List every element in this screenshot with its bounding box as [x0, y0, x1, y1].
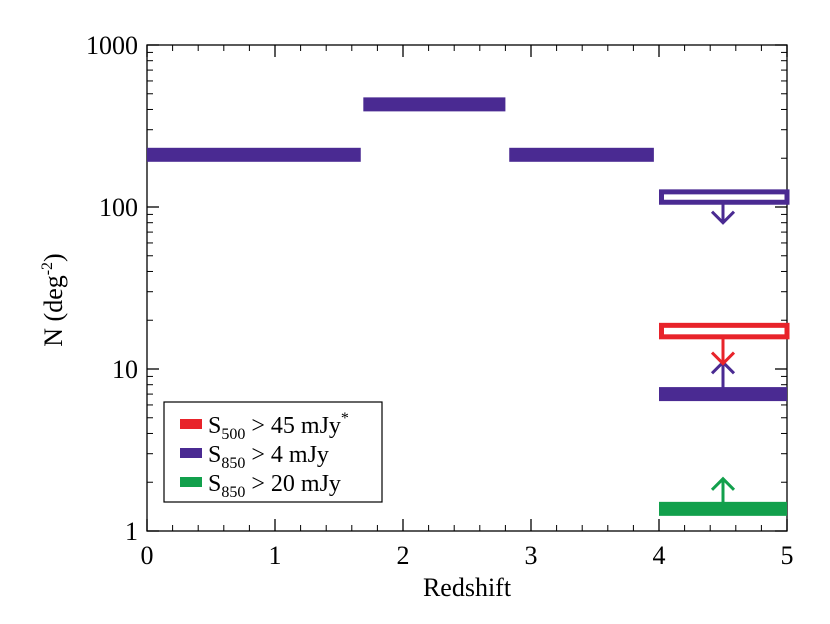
- x-tick-label: 3: [525, 541, 538, 570]
- y-axis-label: N (deg-2): [39, 253, 68, 346]
- legend-swatch: [180, 419, 202, 429]
- series-s850_4: [147, 97, 790, 402]
- y-axis-label-close: ): [39, 253, 68, 262]
- legend-label: S500 > 45 mJy*: [208, 410, 349, 443]
- x-tick-label: 2: [397, 541, 410, 570]
- y-axis-label-main: N (deg: [39, 275, 68, 346]
- bin-bar: [147, 147, 361, 162]
- plot-marks: [147, 97, 790, 516]
- bin-bar: [659, 501, 787, 516]
- legend-label: S850 > 20 mJy: [208, 471, 341, 501]
- limit-arrow-head: [710, 476, 736, 491]
- y-axis-ticks: 1 10 100 1000: [86, 31, 787, 546]
- series-s850_20: [659, 476, 787, 516]
- bin-bar: [659, 387, 787, 402]
- bin-bar: [363, 97, 506, 112]
- y-tick-label: 1: [125, 517, 138, 546]
- legend-swatch: [180, 477, 202, 487]
- legend-label: S850 > 4 mJy: [208, 442, 329, 472]
- x-axis-label: Redshift: [423, 573, 512, 602]
- plot-border: [146, 44, 788, 532]
- x-tick-label: 1: [269, 541, 282, 570]
- y-axis-label-superscript: -2: [39, 262, 56, 275]
- plot-frame: [146, 44, 788, 532]
- x-tick-label: 4: [653, 541, 666, 570]
- limit-arrow-head: [710, 351, 736, 366]
- x-tick-label: 5: [781, 541, 794, 570]
- legend-swatch: [180, 448, 202, 458]
- y-tick-label: 1000: [86, 31, 138, 60]
- bin-bar: [509, 147, 654, 162]
- y-tick-label: 100: [99, 193, 138, 222]
- x-tick-label: 0: [141, 541, 154, 570]
- bin-bar-hollow: [659, 322, 790, 340]
- x-axis-ticks: 0 1 2 3 4 5: [141, 45, 794, 570]
- limit-arrow-head: [710, 210, 736, 225]
- series-s500_45: [659, 322, 790, 366]
- bin-bar-hollow: [659, 189, 790, 205]
- y-tick-label: 10: [112, 355, 138, 384]
